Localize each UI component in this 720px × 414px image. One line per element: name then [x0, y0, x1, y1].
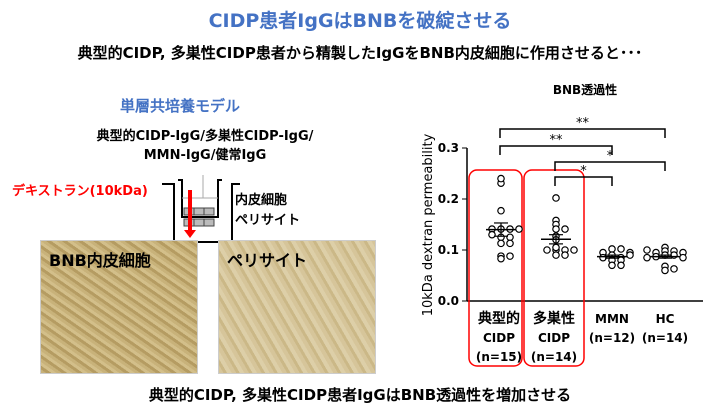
y-tick-label: 0.3	[438, 141, 459, 155]
data-point	[552, 251, 560, 259]
data-point	[515, 225, 523, 233]
slide-subtitle: 典型的CIDP, 多巣性CIDP患者から精製したIgGをBNB内皮細胞に作用させ…	[77, 44, 643, 62]
data-point	[561, 251, 569, 259]
category-label: 典型的	[478, 310, 520, 327]
category-label: (n=12)	[589, 331, 635, 345]
category-label: CIDP	[538, 331, 570, 345]
y-tick-label: 0.1	[438, 243, 459, 257]
photo-label: ペリサイト	[227, 251, 308, 270]
y-tick-label: 0.0	[438, 294, 459, 308]
data-point	[506, 233, 514, 242]
data-point	[543, 246, 551, 254]
data-point	[552, 243, 560, 252]
category-label: (n=14)	[531, 350, 577, 364]
data-point	[617, 245, 625, 253]
slide-title: CIDP患者IgGはBNBを破綻させる	[208, 10, 512, 32]
significance-bracket	[499, 128, 666, 138]
pericyte-label: ペリサイト	[235, 213, 301, 228]
significance-label: **	[550, 133, 564, 148]
data-point	[506, 239, 514, 248]
data-point	[561, 225, 569, 233]
data-point	[670, 265, 678, 273]
data-point	[506, 252, 514, 260]
data-point	[643, 246, 651, 254]
data-point	[617, 261, 625, 270]
category-label: CIDP	[483, 331, 515, 345]
dextran-label: デキストラン(10kDa)	[12, 184, 148, 199]
transwell-diagram	[162, 175, 240, 243]
significance-bracket	[499, 145, 613, 155]
significance-label: *	[580, 164, 587, 179]
data-point	[552, 225, 560, 233]
endothelial-label: 内皮細胞	[235, 193, 288, 208]
category-label: MMN	[595, 312, 629, 326]
highlight-box	[523, 169, 585, 367]
igg-line-2: MMN-IgG/健常IgG	[143, 148, 267, 163]
chart-title: BNB透過性	[553, 82, 617, 97]
igg-list: 典型的CIDP-IgG/多巣性CIDP-IgG/ MMN-IgG/健常IgG	[60, 127, 350, 165]
data-point	[488, 230, 496, 239]
y-tick-label: 0.2	[438, 192, 459, 206]
data-point	[661, 266, 669, 275]
conclusion: 典型的CIDP, 多巣性CIDP患者IgGはBNB透過性を増加させる	[148, 386, 572, 404]
model-title: 単層共培養モデル	[120, 97, 241, 115]
category-label: HC	[656, 312, 675, 326]
y-axis-label: 10kDa dextran permeability	[421, 133, 436, 316]
data-point	[497, 174, 505, 183]
data-point	[570, 246, 578, 254]
igg-line-1: 典型的CIDP-IgG/多巣性CIDP-IgG/	[96, 129, 314, 144]
category-label: 多巣性	[533, 310, 575, 327]
photo-label: BNB内皮細胞	[49, 251, 151, 270]
data-point	[608, 245, 616, 253]
data-point	[608, 261, 616, 270]
significance-bracket	[554, 176, 613, 186]
category-label: (n=15)	[476, 350, 522, 364]
data-point	[497, 206, 505, 215]
significance-bracket	[554, 161, 666, 171]
data-point	[626, 251, 634, 259]
category-label: (n=14)	[642, 331, 688, 345]
significance-label: *	[607, 149, 614, 164]
endothelial-photo: BNB内皮細胞	[40, 240, 198, 374]
pericyte-photo: ペリサイト	[218, 240, 376, 374]
data-point	[552, 194, 560, 202]
data-point	[497, 239, 505, 248]
data-point	[643, 253, 651, 262]
significance-label: **	[576, 116, 590, 131]
highlight-box	[468, 169, 523, 367]
data-point	[679, 253, 687, 262]
data-point	[497, 254, 505, 263]
